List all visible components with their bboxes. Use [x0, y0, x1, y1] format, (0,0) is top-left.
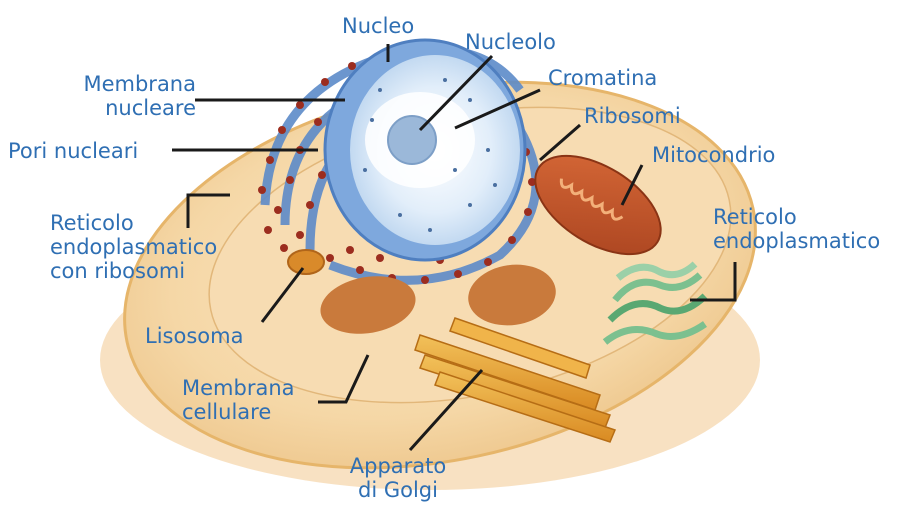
label-nucleolo: Nucleolo — [465, 30, 556, 54]
label-mitocondrio: Mitocondrio — [652, 143, 775, 167]
label-lisosoma: Lisosoma — [145, 324, 243, 348]
label-membrana-cellulare: Membrana cellulare — [182, 376, 295, 424]
label-reticolo-con-ribosomi: Reticolo endoplasmatico con ribosomi — [50, 211, 217, 283]
label-apparato-golgi: Apparato di Golgi — [338, 454, 458, 502]
label-nucleo: Nucleo — [342, 14, 414, 38]
label-cromatina: Cromatina — [548, 66, 657, 90]
label-reticolo-endoplasmatico: Reticolo endoplasmatico — [713, 205, 880, 253]
lysosome-shape — [288, 250, 324, 274]
label-pori-nucleari: Pori nucleari — [8, 139, 138, 163]
nucleolus-shape — [388, 116, 436, 164]
label-ribosomi: Ribosomi — [584, 104, 681, 128]
label-membrana-nucleare: Membrana nucleare — [78, 72, 196, 120]
